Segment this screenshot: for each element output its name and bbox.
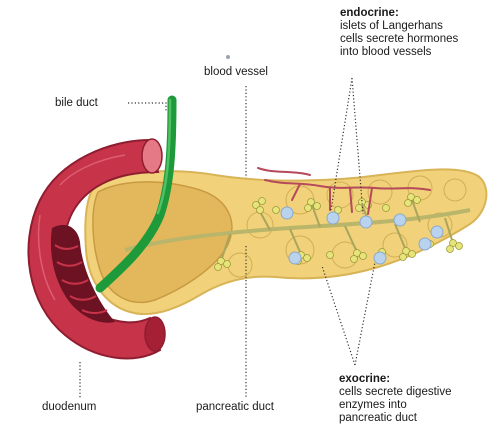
endocrine-line-3: into blood vessels — [340, 46, 458, 59]
duodenum-lower-opening — [145, 317, 165, 351]
exocrine-line-1: cells secrete digestive — [339, 386, 452, 399]
leader-bile-duct — [128, 103, 166, 112]
exocrine-label: exocrine: cells secrete digestive enzyme… — [339, 373, 452, 425]
leader-exocrine-2 — [355, 262, 375, 365]
exocrine-line-2: enzymes into — [339, 399, 452, 412]
duodenum-label: duodenum — [42, 401, 96, 414]
endocrine-title: endocrine: — [340, 7, 458, 20]
exocrine-line-3: pancreatic duct — [339, 412, 452, 425]
leader-exocrine-1 — [322, 266, 355, 365]
endocrine-line-1: islets of Langerhans — [340, 20, 458, 33]
pancreatic-duct-label: pancreatic duct — [196, 401, 274, 414]
endocrine-line-2: cells secrete hormones — [340, 33, 458, 46]
bile-duct-label: bile duct — [55, 97, 98, 110]
exocrine-title: exocrine: — [339, 373, 452, 386]
endocrine-label: endocrine: islets of Langerhans cells se… — [340, 7, 458, 59]
duodenum-upper-opening — [142, 139, 162, 173]
blood-vessel-dot — [226, 55, 230, 59]
blood-vessel-label: blood vessel — [204, 66, 268, 79]
